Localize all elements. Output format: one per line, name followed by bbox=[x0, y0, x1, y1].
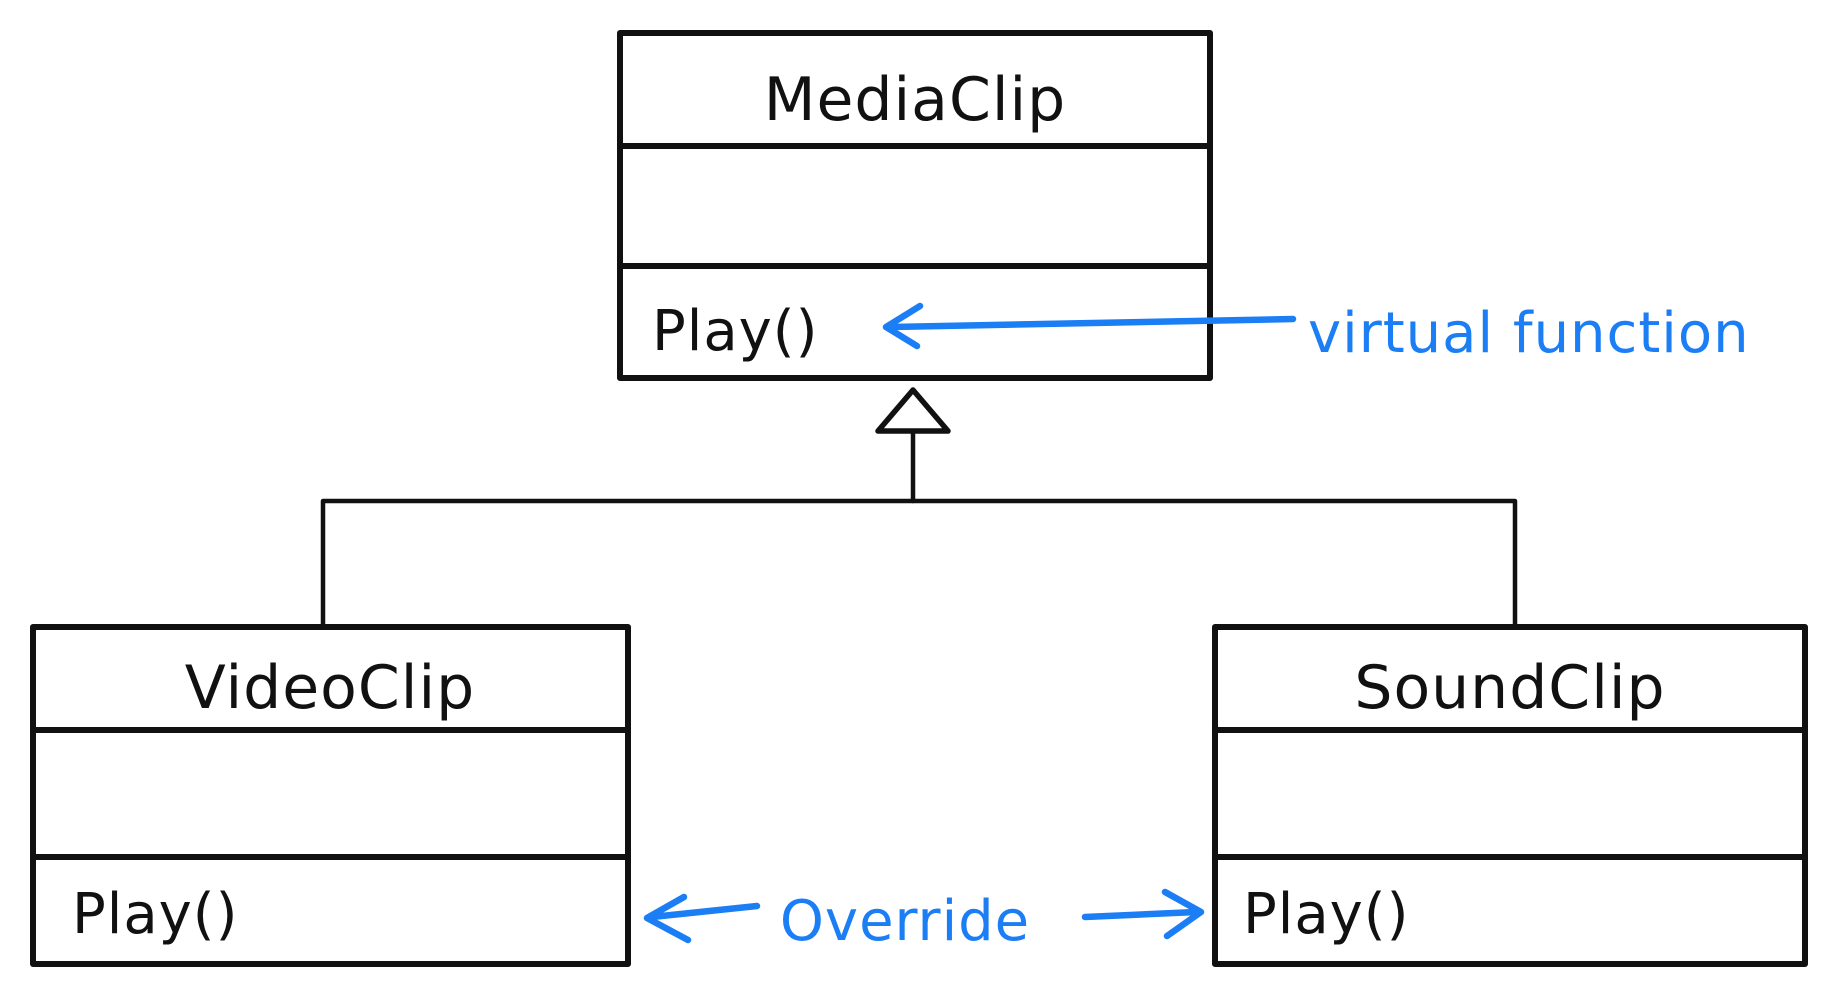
override-left-arrow-shaft bbox=[648, 902, 761, 921]
videoclip-class-name: VideoClip bbox=[185, 653, 475, 723]
override-left-arrowhead-icon bbox=[643, 893, 692, 944]
class-box-videoclip: VideoClip Play() bbox=[30, 624, 631, 967]
soundclip-rect bbox=[1212, 624, 1808, 967]
videoclip-method-play: Play() bbox=[72, 882, 238, 947]
class-box-soundclip: SoundClip Play() bbox=[1212, 624, 1808, 967]
inheritance-connector-line bbox=[320, 498, 1518, 630]
soundclip-class-name: SoundClip bbox=[1354, 653, 1665, 723]
virtual-function-arrowhead-icon bbox=[882, 302, 924, 350]
videoclip-rect bbox=[30, 624, 631, 967]
annotation-override: Override bbox=[643, 888, 1205, 954]
virtual-function-label: virtual function bbox=[1308, 301, 1750, 366]
mediaclip-method-play: Play() bbox=[652, 299, 818, 364]
inheritance-triangle-icon bbox=[875, 387, 951, 434]
override-right-arrowhead-icon bbox=[1161, 888, 1205, 940]
mediaclip-class-name: MediaClip bbox=[764, 65, 1067, 135]
override-label: Override bbox=[780, 889, 1030, 954]
annotation-virtual-function: virtual function bbox=[882, 301, 1750, 366]
override-right-arrow-shaft bbox=[1081, 908, 1200, 921]
virtual-function-arrow-shaft bbox=[888, 315, 1297, 331]
soundclip-method-play: Play() bbox=[1243, 882, 1409, 947]
